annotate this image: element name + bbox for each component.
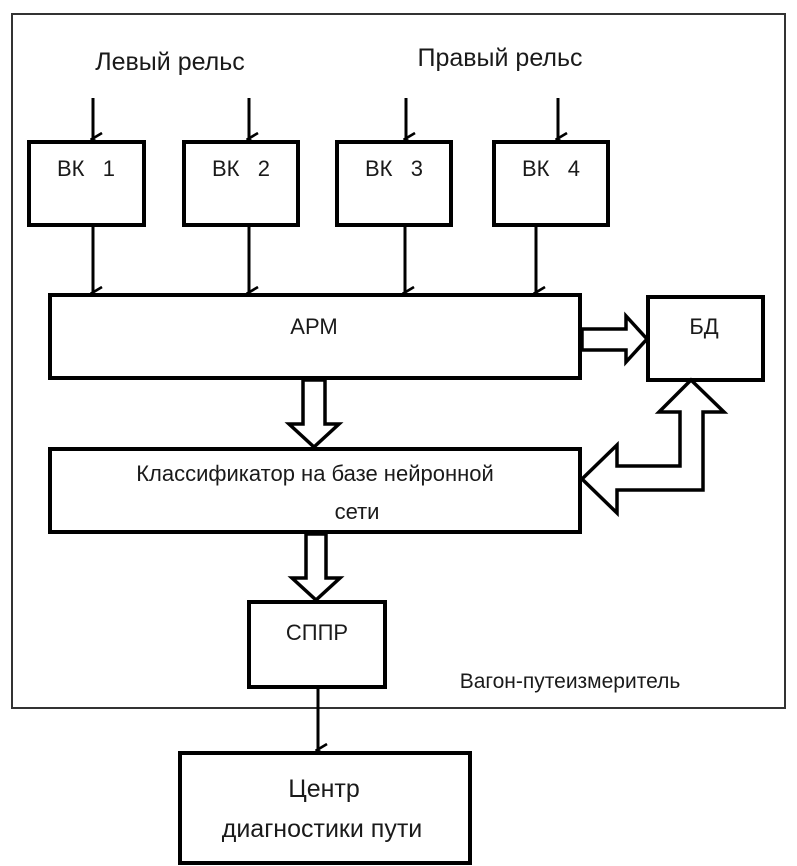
arm-label: АРМ bbox=[290, 314, 337, 339]
diagnostic-center-block: Центр диагностики пути bbox=[178, 751, 472, 865]
vk1-block: ВК 1 bbox=[27, 140, 146, 227]
vk3-block: ВК 3 bbox=[335, 140, 453, 227]
wagon-frame bbox=[11, 13, 786, 709]
vk3-label: ВК 3 bbox=[365, 156, 423, 181]
vk4-block: ВК 4 bbox=[492, 140, 610, 227]
right-rail-label: Правый рельс bbox=[417, 44, 582, 72]
vk4-label: ВК 4 bbox=[522, 156, 580, 181]
vk1-label: ВК 1 bbox=[57, 156, 115, 181]
classifier-block: Классификатор на базе нейронной сети bbox=[48, 447, 582, 534]
left-rail-label: Левый рельс bbox=[95, 48, 245, 76]
hollow-arrow-arm-to-db bbox=[580, 311, 650, 367]
center-label-line1: Центр bbox=[288, 775, 360, 803]
classifier-label-line1: Классификатор на базе нейронной bbox=[136, 461, 494, 486]
wagon-frame-label: Вагон-путеизмеритель bbox=[460, 670, 681, 693]
vk2-label: ВК 2 bbox=[212, 156, 270, 181]
db-label: БД bbox=[689, 314, 718, 339]
classifier-label-line2: сети bbox=[335, 499, 380, 524]
sppr-block: СППР bbox=[247, 600, 387, 689]
arm-block: АРМ bbox=[48, 293, 582, 380]
db-block: БД bbox=[646, 295, 765, 382]
hollow-double-arrow-classifier-db bbox=[579, 377, 729, 518]
hollow-arrow-classifier-to-sppr bbox=[287, 532, 345, 603]
vk2-block: ВК 2 bbox=[182, 140, 300, 227]
sppr-label: СППР bbox=[286, 620, 348, 645]
center-label-line2: диагностики пути bbox=[222, 815, 423, 843]
hollow-arrow-arm-to-classifier bbox=[284, 378, 344, 450]
